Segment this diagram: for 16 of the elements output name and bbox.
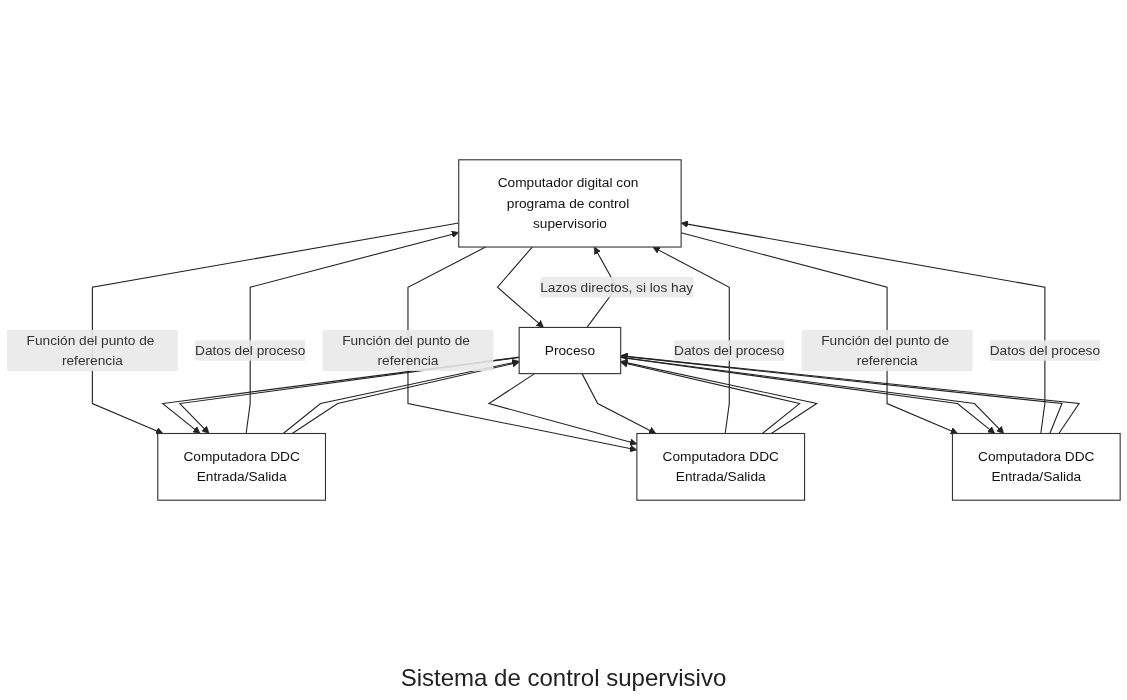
node-box: Proceso	[518, 326, 622, 375]
edge-label: Datos del proceso	[195, 342, 306, 358]
node-box: Computadora DDC Entrada/Salida	[951, 432, 1121, 501]
edge-label: Función del punto de referencia	[821, 332, 950, 368]
edge-label: Función del punto de referencia	[26, 332, 155, 368]
arrow	[581, 373, 657, 434]
arrow	[652, 246, 730, 435]
edge-label: Función del punto de referencia	[342, 332, 470, 368]
diagram-caption: Sistema de control supervisivo	[400, 664, 727, 692]
edge-label: Lazos directos, si los hay	[540, 279, 694, 295]
node-box: Computadora DDC Entrada/Salida	[157, 432, 327, 501]
edge-label: Datos del proceso	[674, 342, 785, 358]
edge-label: Datos del proceso	[989, 342, 1101, 358]
arrow	[496, 246, 544, 328]
node-box: Computador digital con programa de control supervisorio	[458, 159, 682, 248]
node-box: Computadora DDC Entrada/Salida	[636, 432, 806, 501]
